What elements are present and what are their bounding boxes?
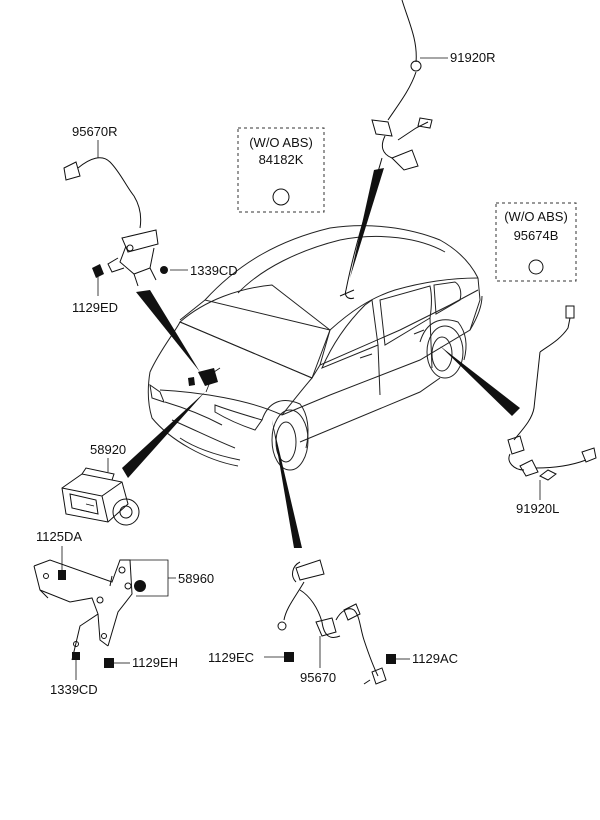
abs-modulator-58920: 58920 (61, 442, 140, 526)
harness-91920L: 91920L (507, 305, 597, 516)
label-95670R: 95670R (72, 124, 118, 139)
harness-91920R: 91920R (339, 0, 496, 299)
tone-ring-84182K (272, 188, 290, 206)
wo-abs-box-1-part: 84182K (259, 152, 304, 167)
label-1129EH: 1129EH (132, 655, 178, 670)
sensor-95670: 95670 1129EC 1129AC (208, 559, 458, 685)
label-1125DA: 1125DA (36, 529, 82, 544)
label-1129EC: 1129EC (208, 650, 254, 665)
wo-abs-box-2: (W/O ABS) 95674B (495, 202, 577, 282)
bracket-assembly: 1125DA 58960 1339CD 1129EH (33, 529, 214, 697)
label-58920: 58920 (90, 442, 126, 457)
wo-abs-box-2-title: (W/O ABS) (504, 209, 568, 224)
label-91920L: 91920L (516, 501, 559, 516)
leader-wedges (122, 168, 520, 548)
label-1129ED: 1129ED (72, 300, 118, 315)
label-58960: 58960 (178, 571, 214, 586)
label-1339CD-top: 1339CD (190, 263, 238, 278)
wo-abs-box-2-part: 95674B (514, 228, 559, 243)
tone-ring-95674B (528, 259, 544, 275)
wo-abs-box-1: (W/O ABS) 84182K (237, 127, 325, 213)
sensor-95670R: 95670R 1129ED 1339CD (63, 124, 238, 315)
label-1129AC: 1129AC (412, 651, 458, 666)
wo-abs-box-1-title: (W/O ABS) (249, 135, 313, 150)
label-95670: 95670 (300, 670, 336, 685)
label-1339CD-bottom: 1339CD (50, 682, 98, 697)
car-illustration (147, 225, 483, 471)
label-91920R: 91920R (450, 50, 496, 65)
